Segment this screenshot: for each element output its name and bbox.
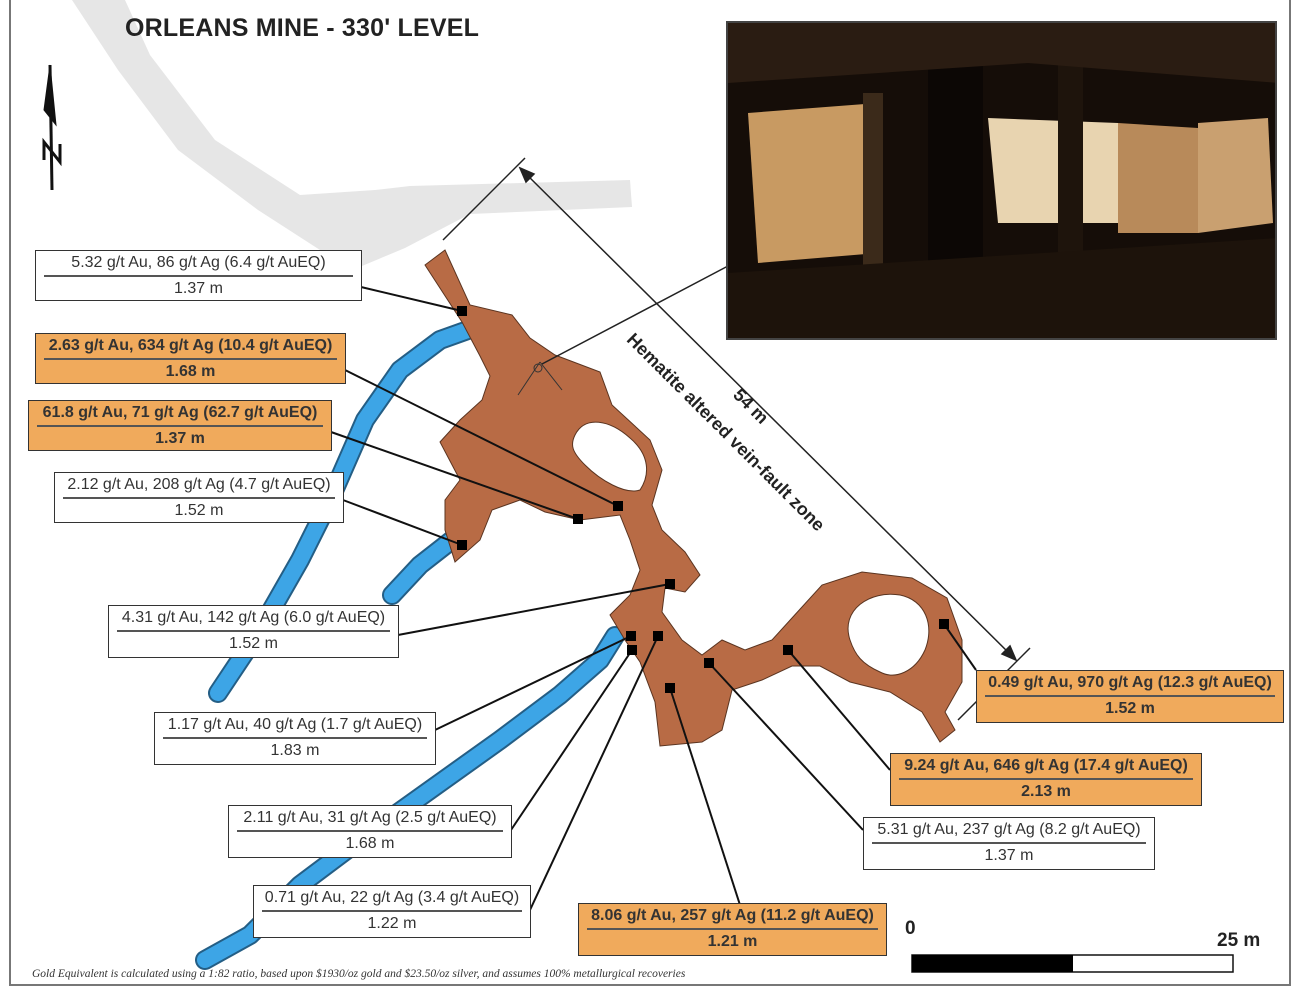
arrowhead-end	[1000, 644, 1018, 662]
assay-label: 2.63 g/t Au, 634 g/t Ag (10.4 g/t AuEQ)1…	[35, 333, 346, 384]
assay-leader-lines	[330, 286, 977, 911]
assay-label: 0.49 g/t Au, 970 g/t Ag (12.3 g/t AuEQ)1…	[976, 670, 1284, 723]
footnote: Gold Equivalent is calculated using a 1:…	[32, 968, 686, 980]
assay-label: 9.24 g/t Au, 646 g/t Ag (17.4 g/t AuEQ)2…	[890, 753, 1202, 806]
map-frame	[9, 0, 1291, 986]
mine-tunnel-photo	[728, 23, 1275, 338]
assay-label: 2.12 g/t Au, 208 g/t Ag (4.7 g/t AuEQ)1.…	[54, 472, 344, 523]
assay-label: 4.31 g/t Au, 142 g/t Ag (6.0 g/t AuEQ)1.…	[108, 605, 399, 658]
map-title: ORLEANS MINE - 330' LEVEL	[125, 14, 480, 42]
underground-workings	[424, 249, 963, 747]
assay-label: 1.17 g/t Au, 40 g/t Ag (1.7 g/t AuEQ)1.8…	[154, 712, 436, 765]
assay-label: 5.31 g/t Au, 237 g/t Ag (8.2 g/t AuEQ)1.…	[863, 817, 1155, 870]
assay-label: 8.06 g/t Au, 257 g/t Ag (11.2 g/t AuEQ)1…	[578, 903, 887, 956]
assay-label: 61.8 g/t Au, 71 g/t Ag (62.7 g/t AuEQ)1.…	[28, 400, 332, 451]
photo-leader-line	[541, 265, 729, 365]
assay-label: 2.11 g/t Au, 31 g/t Ag (2.5 g/t AuEQ)1.6…	[228, 805, 512, 858]
north-arrow-icon	[42, 64, 62, 191]
assay-label: 5.32 g/t Au, 86 g/t Ag (6.4 g/t AuEQ)1.3…	[35, 250, 362, 301]
vein-short	[384, 532, 460, 603]
scale-bar	[911, 954, 1234, 973]
sample-markers	[457, 306, 949, 693]
scale-end-label: 25 m	[1217, 930, 1261, 951]
underground-photo	[726, 21, 1277, 340]
photo-location-marker	[533, 363, 543, 373]
surface-workings	[72, 0, 632, 266]
assay-label: 0.71 g/t Au, 22 g/t Ag (3.4 g/t AuEQ)1.2…	[253, 885, 531, 938]
scale-start-label: 0	[905, 918, 916, 939]
arrowhead-start	[518, 166, 536, 184]
